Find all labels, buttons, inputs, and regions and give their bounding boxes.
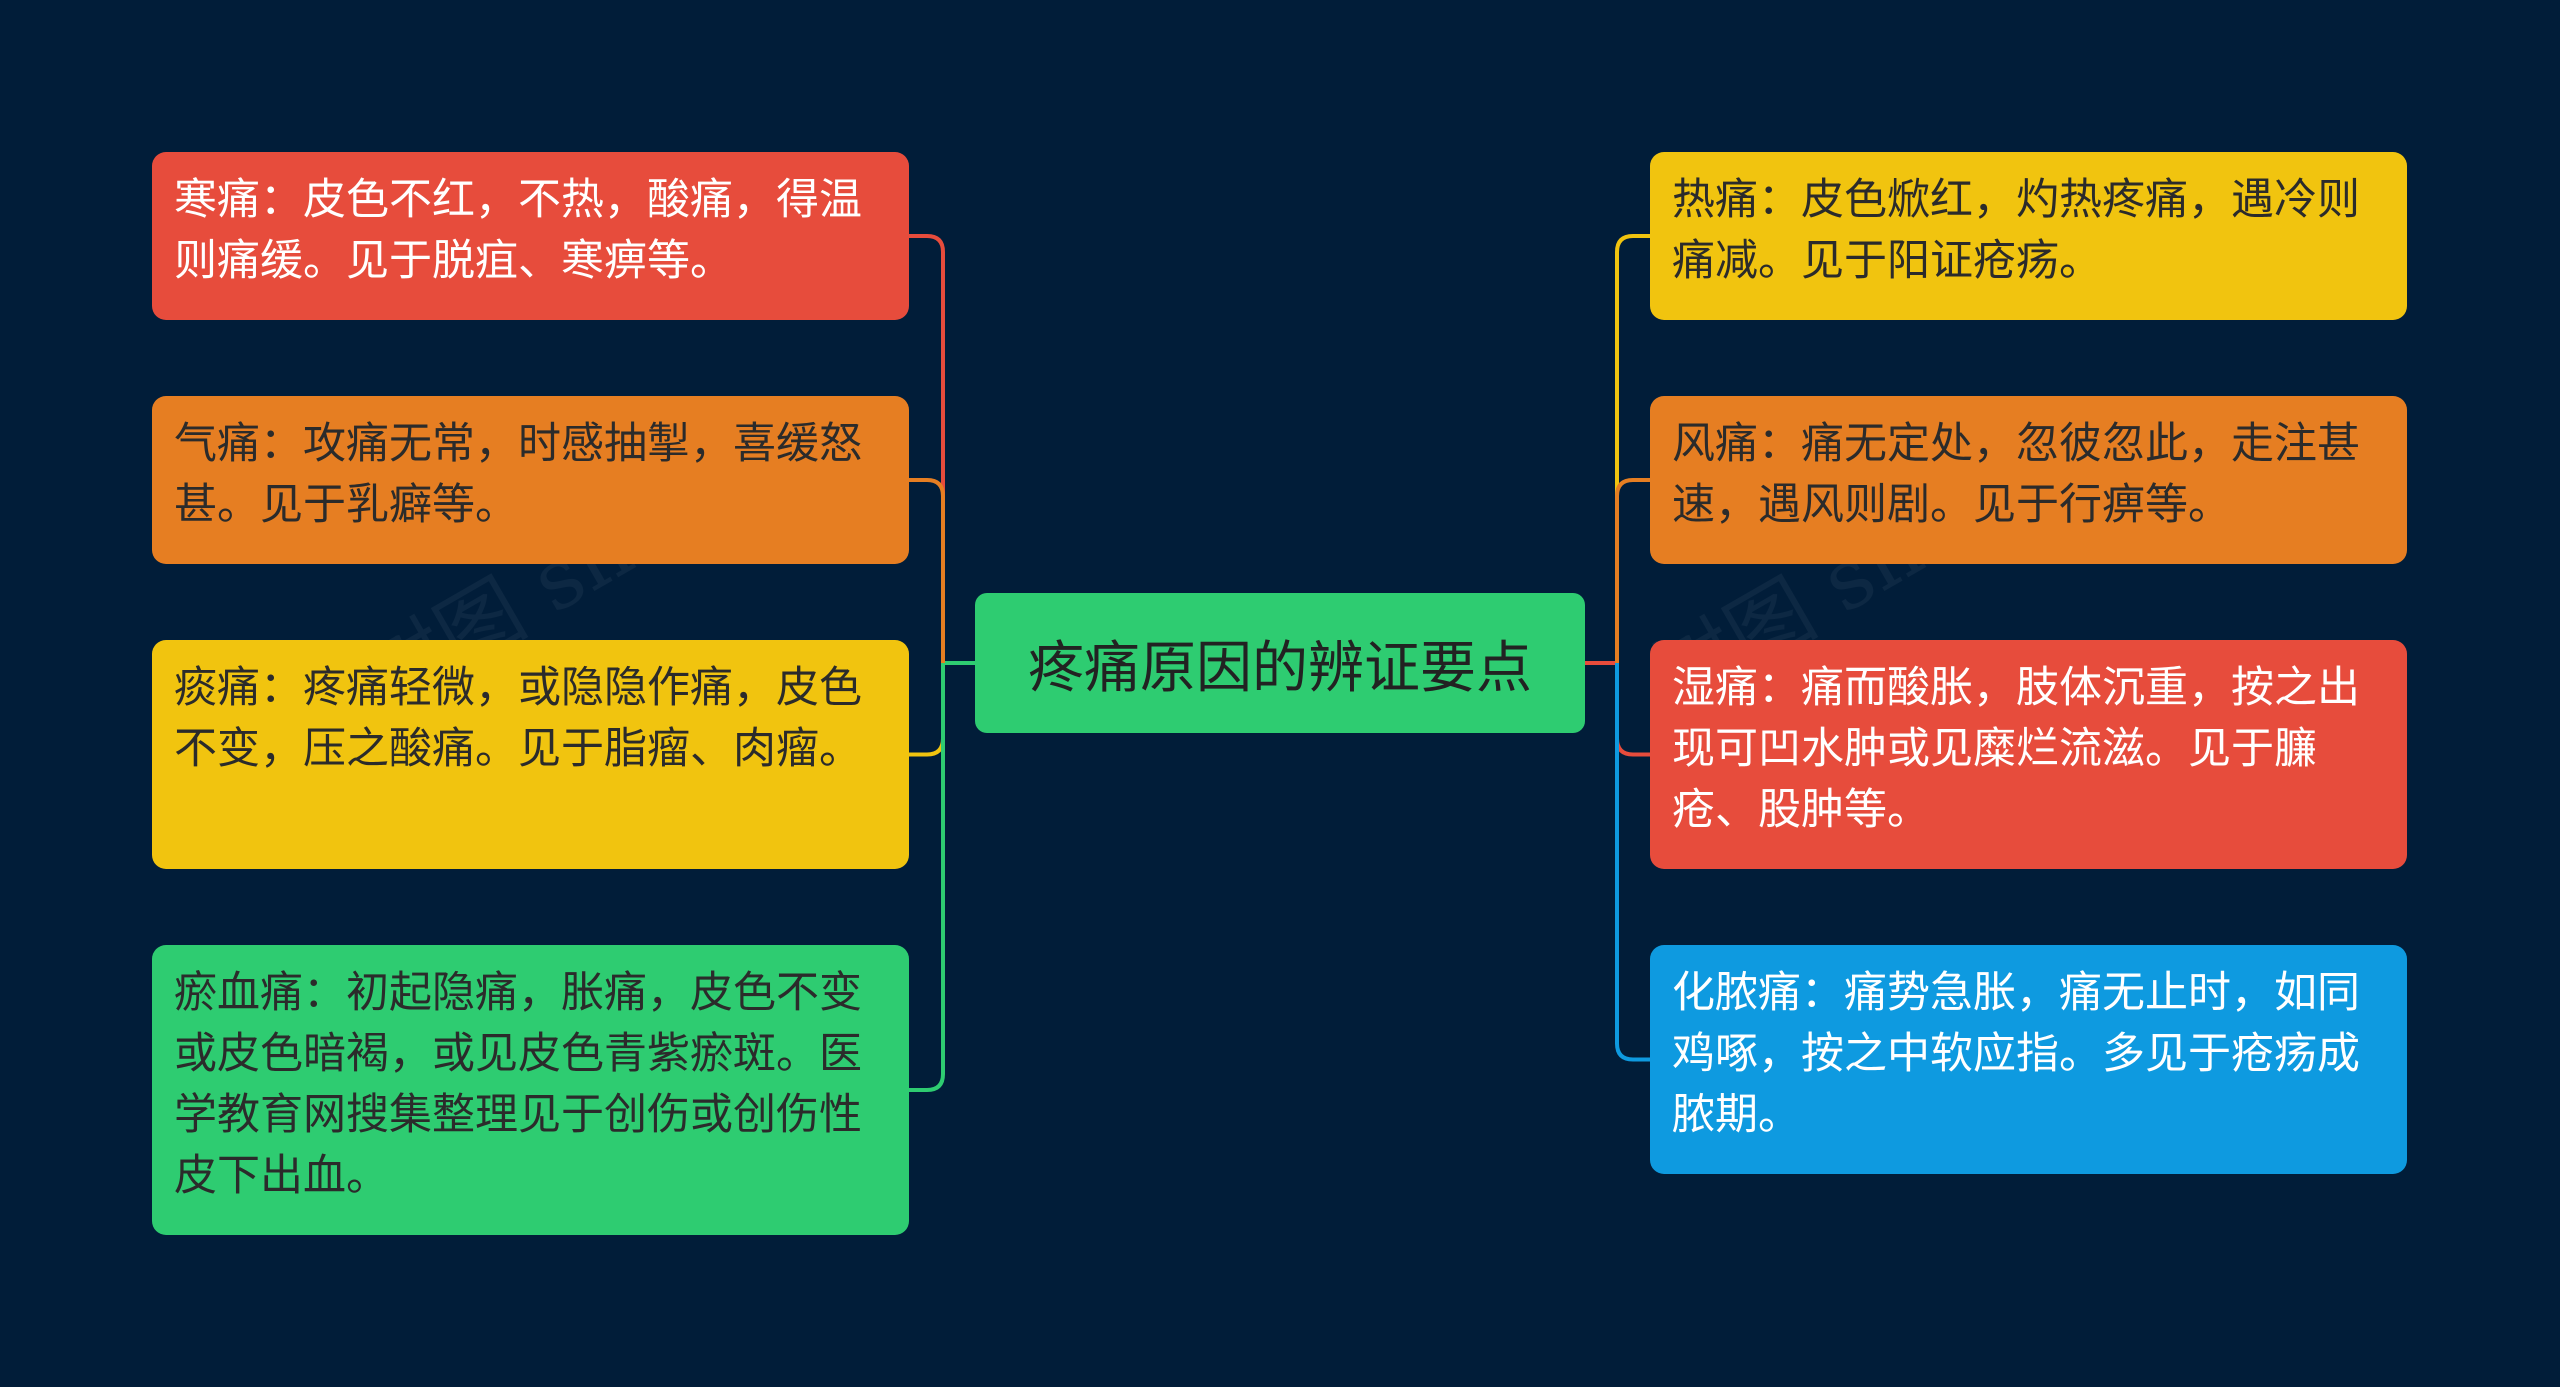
node-pus-pain[interactable]: 化脓痛：痛势急胀，痛无止时，如同鸡啄，按之中软应指。多见于疮疡成脓期。 — [1650, 945, 2407, 1174]
node-qi-pain[interactable]: 气痛：攻痛无常，时感抽掣，喜缓怒甚。见于乳癖等。 — [152, 396, 909, 564]
node-blood-stasis-pain[interactable]: 瘀血痛：初起隐痛，胀痛，皮色不变或皮色暗褐，或见皮色青紫瘀斑。医学教育网搜集整理… — [152, 945, 909, 1235]
connector-node-blood-stasis-pain — [909, 663, 945, 1092]
node-phlegm-pain-label: 痰痛：疼痛轻微，或隐隐作痛，皮色不变，压之酸痛。见于脂瘤、肉瘤。 — [174, 663, 862, 774]
node-heat-pain-label: 热痛：皮色焮红，灼热疼痛，遇冷则痛减。见于阳证疮疡。 — [1672, 175, 2360, 286]
node-cold-pain-label: 寒痛：皮色不红，不热，酸痛，得温则痛缓。见于脱疽、寒痹等。 — [174, 175, 862, 286]
node-damp-pain-label: 湿痛：痛而酸胀，肢体沉重，按之出现可凹水肿或见糜烂流滋。见于臁疮、股肿等。 — [1672, 663, 2360, 835]
node-wind-pain[interactable]: 风痛：痛无定处，忽彼忽此，走注甚速，遇风则剧。见于行痹等。 — [1650, 396, 2407, 564]
node-qi-pain-label: 气痛：攻痛无常，时感抽掣，喜缓怒甚。见于乳癖等。 — [174, 419, 862, 530]
central-topic-label: 疼痛原因的辨证要点 — [1028, 635, 1532, 701]
node-blood-stasis-pain-label: 瘀血痛：初起隐痛，胀痛，皮色不变或皮色暗褐，或见皮色青紫瘀斑。医学教育网搜集整理… — [174, 968, 862, 1201]
connector-node-cold-pain — [909, 234, 945, 663]
connector-node-pus-pain — [1615, 663, 1650, 1062]
connector-node-damp-pain — [1615, 663, 1650, 757]
node-cold-pain[interactable]: 寒痛：皮色不红，不热，酸痛，得温则痛缓。见于脱疽、寒痹等。 — [152, 152, 909, 320]
node-wind-pain-label: 风痛：痛无定处，忽彼忽此，走注甚速，遇风则剧。见于行痹等。 — [1672, 419, 2360, 530]
node-phlegm-pain[interactable]: 痰痛：疼痛轻微，或隐隐作痛，皮色不变，压之酸痛。见于脂瘤、肉瘤。 — [152, 640, 909, 869]
connector-node-wind-pain — [1615, 478, 1650, 663]
connector-node-qi-pain — [909, 478, 945, 663]
connector-node-phlegm-pain — [909, 663, 945, 757]
node-damp-pain[interactable]: 湿痛：痛而酸胀，肢体沉重，按之出现可凹水肿或见糜烂流滋。见于臁疮、股肿等。 — [1650, 640, 2407, 869]
node-heat-pain[interactable]: 热痛：皮色焮红，灼热疼痛，遇冷则痛减。见于阳证疮疡。 — [1650, 152, 2407, 320]
node-pus-pain-label: 化脓痛：痛势急胀，痛无止时，如同鸡啄，按之中软应指。多见于疮疡成脓期。 — [1672, 968, 2360, 1140]
connector-node-heat-pain — [1615, 234, 1650, 663]
central-topic[interactable]: 疼痛原因的辨证要点 — [975, 593, 1585, 733]
